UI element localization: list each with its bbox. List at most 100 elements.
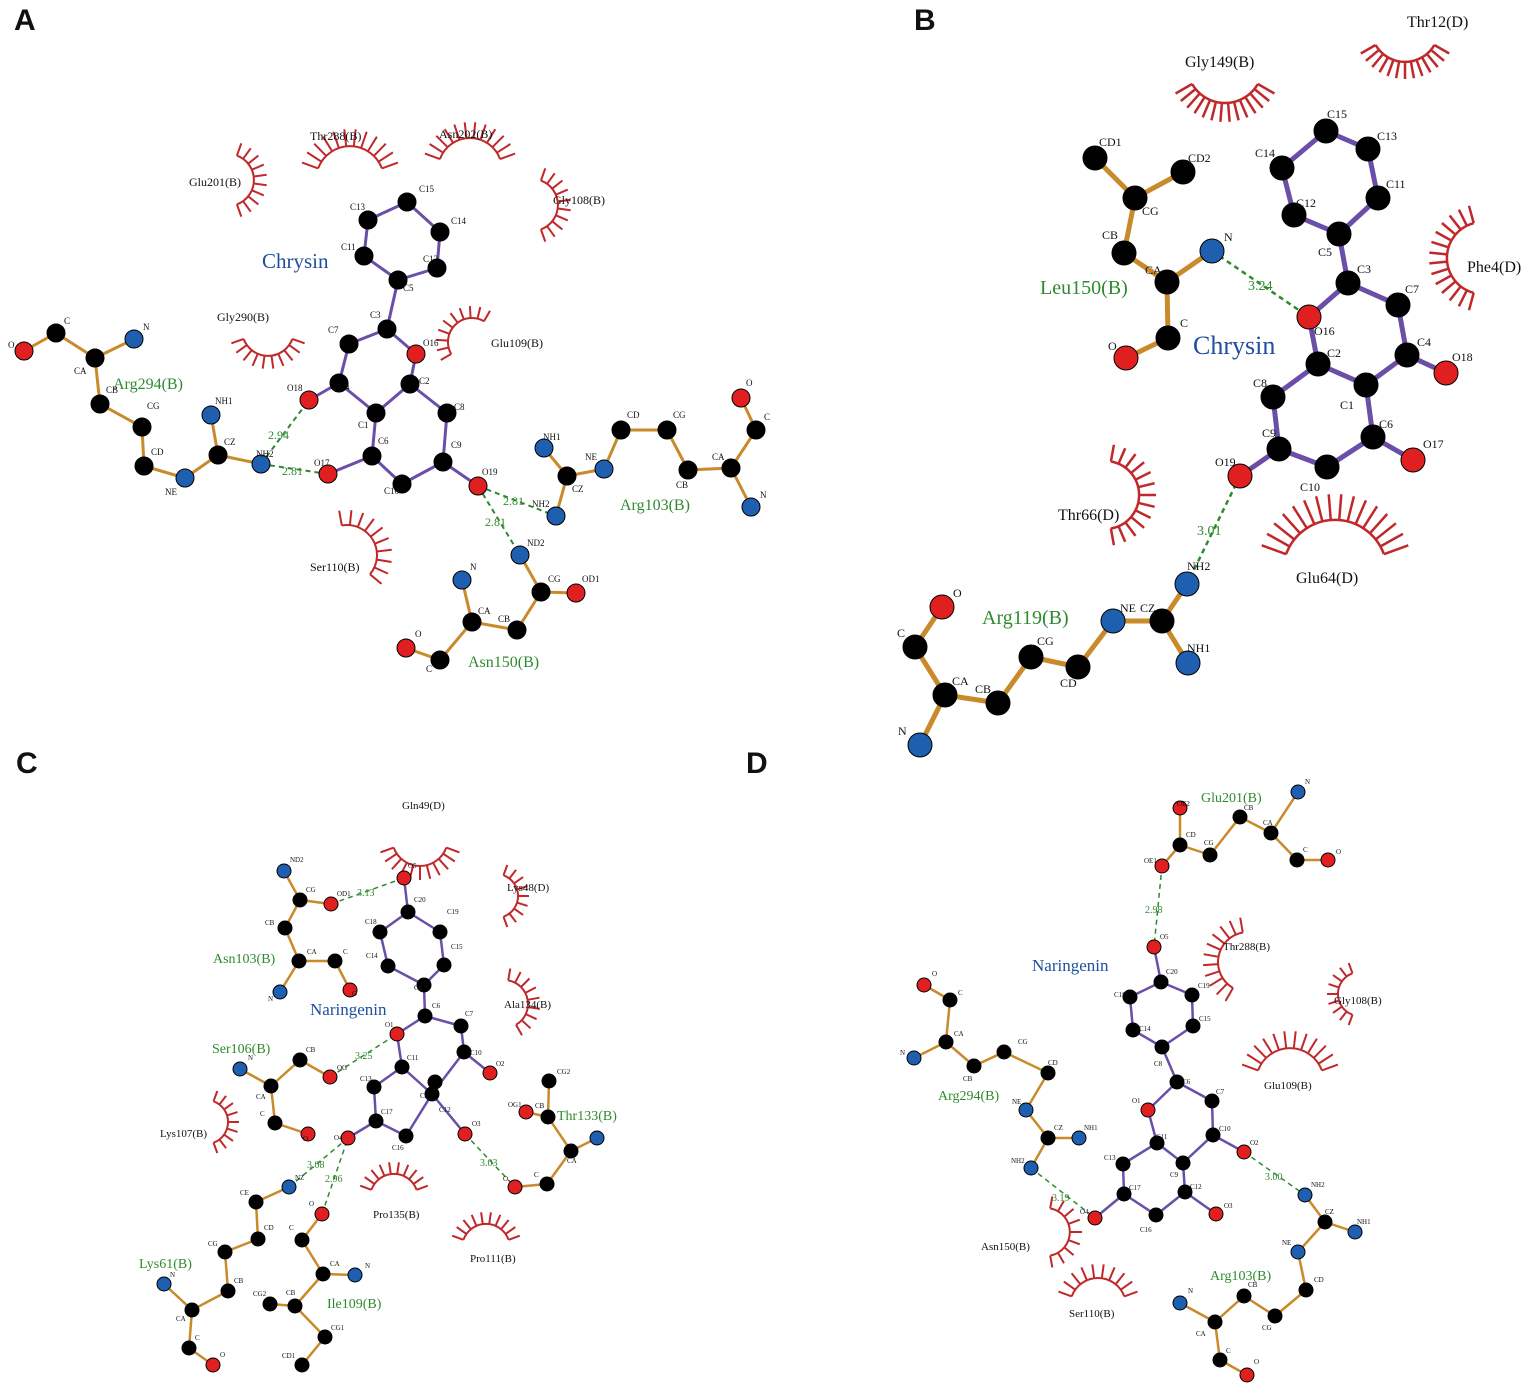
hydrogen-bond-line	[1211, 249, 1310, 319]
residue-label-arg294-d: Arg294(B)	[938, 1089, 1000, 1104]
oxygen-atom	[1146, 939, 1162, 955]
atom-label: C16	[392, 1144, 404, 1152]
atom-label: C6	[1182, 1078, 1191, 1086]
nitrogen-atom	[1290, 784, 1306, 800]
carbon-atom	[902, 634, 928, 660]
atom-label: O1	[1132, 1097, 1141, 1105]
hydrophobic-label-thr12-b: Thr12(D)	[1407, 14, 1468, 31]
carbon-atom	[1018, 644, 1044, 670]
atom-label: C14	[1255, 146, 1275, 160]
atom-label: OG	[337, 1064, 347, 1072]
hbond-distance: 3.25	[355, 1051, 373, 1062]
atom-label: NE	[1120, 601, 1136, 615]
atom-label: N	[470, 562, 477, 572]
atom-label: OE2	[1177, 800, 1190, 808]
ligand-label-b: Chrysin	[1193, 331, 1275, 360]
carbon-atom	[1149, 1135, 1165, 1151]
carbon-atom	[1111, 240, 1137, 266]
carbon-atom	[1065, 654, 1091, 680]
carbon-atom	[1154, 269, 1180, 295]
carbon-atom	[1267, 1308, 1283, 1324]
oxygen-atom	[396, 638, 416, 658]
carbon-atom	[1115, 1156, 1131, 1172]
atom-label: CB	[106, 385, 118, 395]
oxygen-atom	[1154, 858, 1170, 874]
carbon-atom	[1204, 1093, 1220, 1109]
atom-label: C	[426, 664, 432, 674]
atom-label: C2	[419, 376, 430, 386]
oxygen-atom	[406, 344, 426, 364]
hydrogen-bond-line	[1243, 1151, 1306, 1196]
carbon-atom	[394, 1059, 410, 1075]
atom-label: C2	[1327, 346, 1341, 360]
hydrophobic-contact-arc	[502, 864, 529, 928]
atom-label: NE	[1282, 1239, 1291, 1247]
atom-label: O19	[1215, 455, 1236, 469]
atom-label: O3	[472, 1120, 481, 1128]
oxygen-atom	[1239, 1367, 1255, 1383]
carbon-atom	[184, 1302, 200, 1318]
carbon-atom	[1082, 145, 1108, 171]
carbon-atom	[539, 1176, 555, 1192]
atom-label: CG	[1018, 1038, 1028, 1046]
atom-label: C	[260, 1110, 265, 1118]
nitrogen-atom	[510, 545, 530, 565]
atom-label: NE	[1012, 1098, 1021, 1106]
nitrogen-atom	[1347, 1224, 1363, 1240]
carbon-atom	[1122, 989, 1138, 1005]
atom-label: O	[1108, 339, 1117, 353]
ligand-bond	[430, 1092, 467, 1136]
carbon-atom	[1365, 185, 1391, 211]
carbon-atom	[1317, 1214, 1333, 1230]
atom-label: C15	[451, 943, 463, 951]
hydrogen-bond-line	[288, 1137, 349, 1188]
residue-label-leu150-b: Leu150(B)	[1040, 277, 1128, 299]
atom-label: N	[1188, 1287, 1193, 1295]
panel-letter-b: B	[914, 4, 936, 37]
hydrophobic-contact-arc	[1174, 82, 1276, 122]
residue-label-arg119-b: Arg119(B)	[982, 607, 1069, 629]
atom-label: CA	[256, 1093, 266, 1101]
carbon-atom	[1177, 1184, 1193, 1200]
atom-label: O	[503, 1175, 508, 1183]
nitrogen-atom	[906, 1050, 922, 1066]
hydrophobic-label-ser110-d: Ser110(B)	[1069, 1308, 1115, 1320]
atom-label: C13	[1377, 129, 1397, 143]
carbon-atom	[1040, 1065, 1056, 1081]
residue-label-arg294-a: Arg294(B)	[113, 376, 183, 393]
atom-label: NH1	[1187, 641, 1210, 655]
hydrophobic-label-glu109-d: Glu109(B)	[1264, 1080, 1312, 1092]
oxygen-atom	[342, 982, 358, 998]
carbon-atom	[1116, 1186, 1132, 1202]
atom-label: CA	[952, 674, 969, 688]
carbon-atom	[1263, 825, 1279, 841]
atom-label: O	[352, 990, 357, 998]
atom-label: NH2	[1187, 559, 1210, 573]
carbon-atom	[368, 1113, 384, 1129]
carbon-atom	[294, 1357, 310, 1373]
atom-label: O	[220, 1351, 225, 1359]
atom-label: C13	[1104, 1154, 1116, 1162]
atom-label: CD	[1048, 1059, 1058, 1067]
carbon-atom	[611, 420, 631, 440]
nitrogen-atom	[589, 1130, 605, 1146]
carbon-atom	[377, 319, 397, 339]
carbon-atom	[507, 620, 527, 640]
carbon-atom	[1314, 454, 1340, 480]
oxygen-atom	[299, 390, 319, 410]
carbon-atom	[292, 892, 308, 908]
hydrogen-bond-line	[321, 1137, 349, 1215]
carbon-atom	[462, 612, 482, 632]
oxygen-atom	[1140, 1102, 1156, 1118]
atom-label: CB	[1248, 1281, 1258, 1289]
carbon-atom	[1202, 847, 1218, 863]
oxygen-atom	[566, 583, 586, 603]
atom-label: CG	[208, 1240, 218, 1248]
atom-label: CB	[975, 682, 991, 696]
atom-label: CG	[1037, 634, 1054, 648]
carbon-atom	[263, 1078, 279, 1094]
oxygen-atom	[1320, 852, 1336, 868]
atom-label: C8	[1253, 376, 1267, 390]
hydrogen-bond-line	[1153, 865, 1163, 948]
atom-label: C14	[451, 216, 467, 226]
